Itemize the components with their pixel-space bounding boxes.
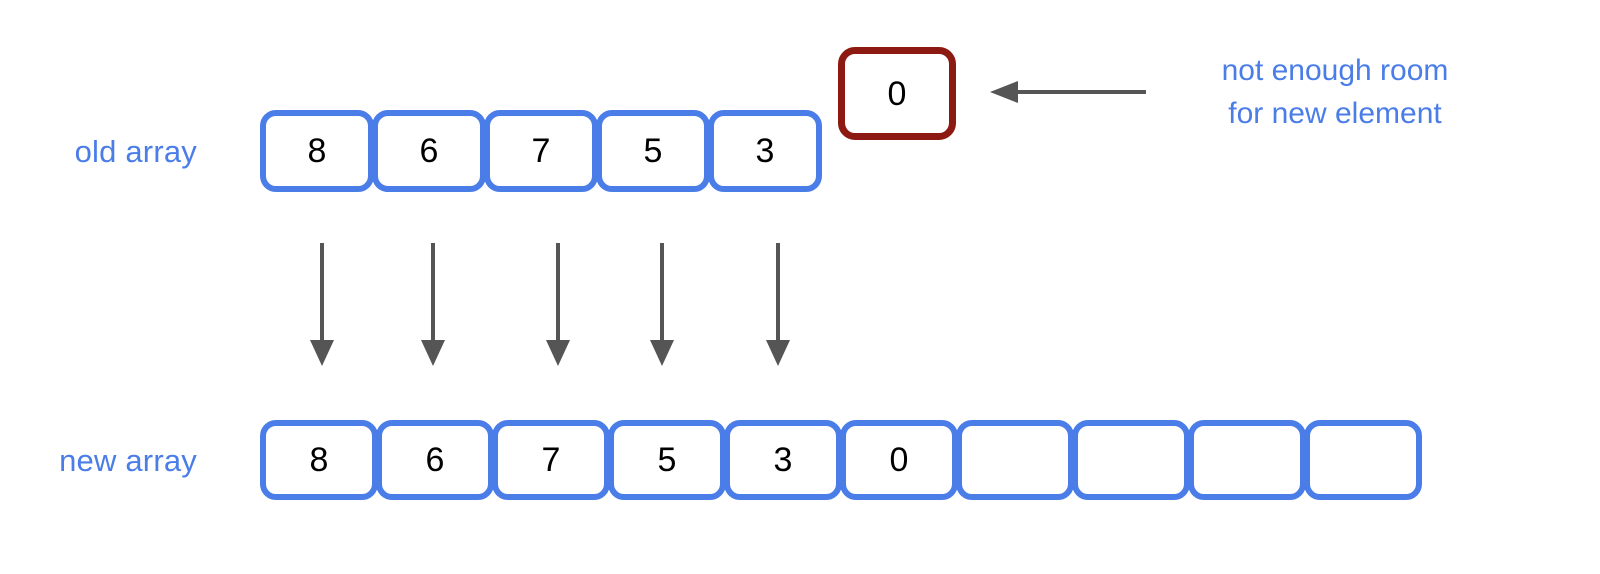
old-array-row: 8 6 7 5 3: [260, 110, 822, 192]
new-array-cell-empty: [1072, 420, 1190, 500]
old-array-cell: 5: [596, 110, 710, 192]
new-array-cell-empty: [1304, 420, 1422, 500]
new-array-cell-empty: [956, 420, 1074, 500]
old-array-cell: 6: [372, 110, 486, 192]
new-array-cell-empty: [1188, 420, 1306, 500]
old-array-cell: 3: [708, 110, 822, 192]
not-enough-room-annotation: not enough room for new element: [1221, 54, 1449, 130]
new-array-cell: 7: [492, 420, 610, 500]
new-array-cell: 8: [260, 420, 378, 500]
new-array-cell: 0: [840, 420, 958, 500]
old-array-cell: 8: [260, 110, 374, 192]
old-array-label: old array: [74, 134, 197, 169]
overflow-element-cell: 0: [838, 47, 956, 140]
copy-arrow: [766, 243, 790, 366]
copy-arrow: [310, 243, 334, 366]
pointer-arrow: [990, 81, 1146, 103]
new-array-cell: 3: [724, 420, 842, 500]
new-array-cell: 6: [376, 420, 494, 500]
new-array-row: 8 6 7 5 3 0: [260, 420, 1422, 500]
new-array-cell: 5: [608, 420, 726, 500]
new-array-label: new array: [59, 443, 197, 478]
copy-arrow: [650, 243, 674, 366]
copy-arrow: [421, 243, 445, 366]
copy-arrow: [546, 243, 570, 366]
old-array-cell: 7: [484, 110, 598, 192]
